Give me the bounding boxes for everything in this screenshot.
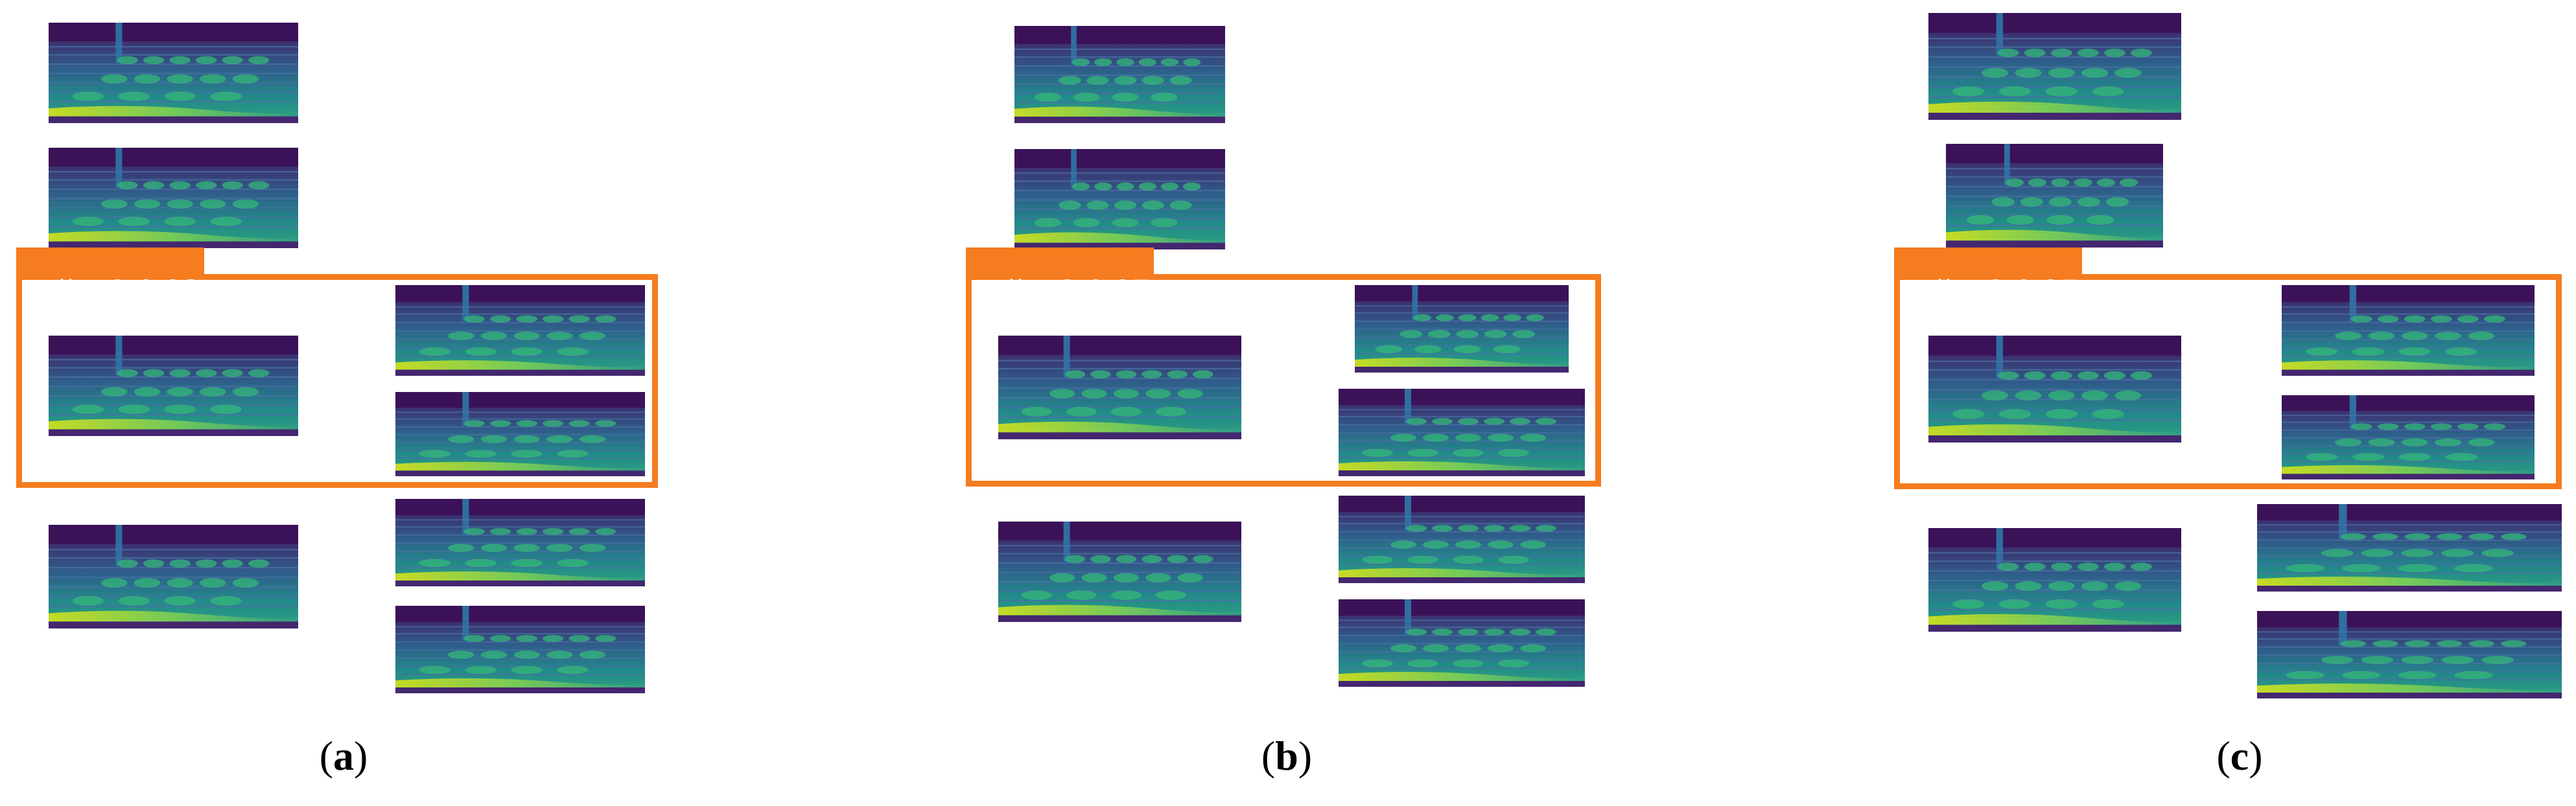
detection-label: line3	[1007, 275, 1078, 305]
caption-open-paren: (	[2216, 733, 2231, 779]
caption-close-paren: )	[354, 733, 368, 779]
spectrogram-thumbnail	[998, 522, 1241, 622]
spectrogram-thumbnail	[1014, 149, 1225, 249]
detection-score: 0.98	[137, 275, 201, 305]
detection-tag: line3 0.97	[966, 248, 1154, 305]
detection-score: 0.97	[2015, 275, 2079, 305]
spectrogram-thumbnail	[2257, 504, 2562, 592]
spectrogram-thumbnail	[49, 336, 298, 436]
spectrogram-thumbnail	[1928, 336, 2181, 443]
spectrogram-thumbnail	[998, 336, 1241, 439]
spectrogram-thumbnail	[1928, 13, 2181, 120]
caption-close-paren: )	[2249, 733, 2263, 779]
panel-a: line3 0.98	[0, 0, 687, 706]
spectrogram-thumbnail	[395, 606, 645, 693]
panel-c: line3 0.97	[1880, 0, 2576, 706]
detection-box	[16, 274, 658, 488]
spectrogram-thumbnail	[395, 499, 645, 586]
panel-a-caption: (a)	[279, 732, 408, 780]
detection-tag: line3 0.98	[16, 248, 205, 305]
spectrogram-thumbnail	[2282, 395, 2535, 479]
caption-open-paren: (	[319, 733, 333, 779]
spectrogram-thumbnail	[1339, 389, 1585, 476]
caption-letter: c	[2230, 733, 2249, 779]
detection-score: 0.97	[1087, 275, 1151, 305]
detection-label: line3	[1936, 275, 2006, 305]
spectrogram-thumbnail	[1014, 26, 1225, 123]
spectrogram-thumbnail	[1339, 599, 1585, 687]
spectrogram-thumbnail	[49, 525, 298, 628]
spectrogram-thumbnail	[1928, 528, 2181, 632]
spectrogram-thumbnail	[1946, 144, 2163, 248]
spectrogram-thumbnail	[49, 23, 298, 123]
spectrogram-thumbnail	[2257, 611, 2562, 698]
caption-close-paren: )	[1298, 733, 1313, 779]
spectrogram-thumbnail	[2282, 285, 2535, 376]
detection-label: line3	[58, 275, 128, 305]
caption-letter: b	[1275, 733, 1298, 779]
spectrogram-thumbnail	[395, 392, 645, 476]
spectrogram-thumbnail	[49, 148, 298, 248]
caption-open-paren: (	[1261, 733, 1276, 779]
spectrogram-thumbnail	[1339, 496, 1585, 583]
panel-b: line3 0.97	[946, 0, 1621, 706]
detection-box	[966, 274, 1601, 487]
panel-b-caption: (b)	[1222, 732, 1352, 780]
spectrogram-thumbnail	[395, 285, 645, 376]
panel-c-caption: (c)	[2175, 732, 2304, 780]
caption-letter: a	[333, 733, 354, 779]
spectrogram-thumbnail	[1355, 285, 1569, 373]
detection-tag: line3 0.97	[1894, 248, 2083, 305]
detection-box	[1894, 274, 2562, 489]
